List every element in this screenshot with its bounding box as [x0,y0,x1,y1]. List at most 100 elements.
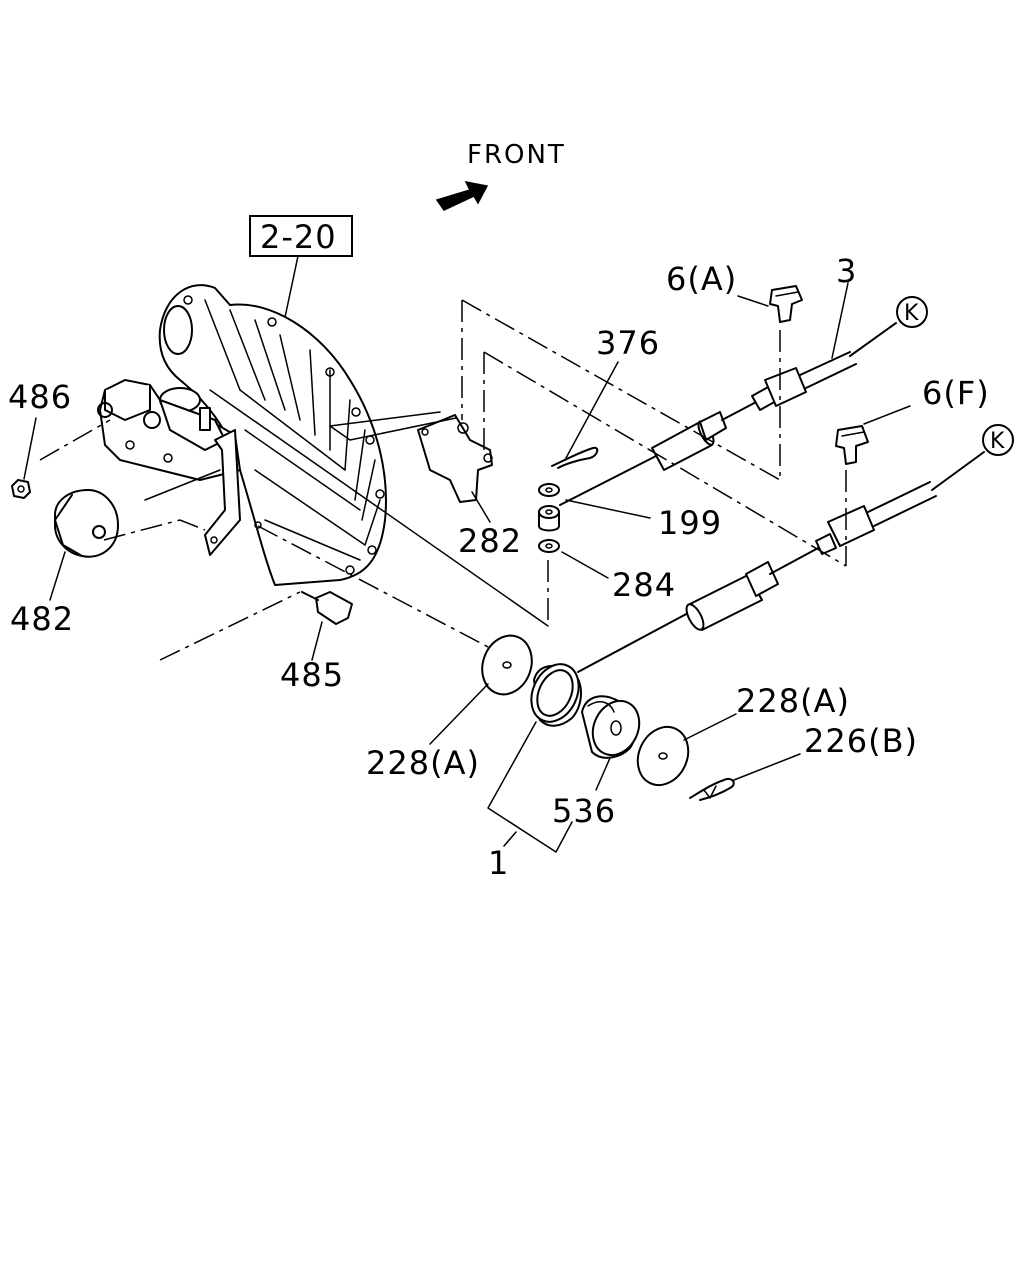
leader-536 [595,757,611,791]
bracket-282-hole [483,453,493,463]
part-376-pin: 376 [551,324,659,469]
washer-228a-right-hole [658,752,668,760]
housing-bolt [183,295,193,305]
bushing-199-top [538,505,560,519]
washer-284-body [538,539,560,553]
leader-284 [561,551,609,579]
bracket-hole [210,536,218,544]
cable-lower-inner [931,451,985,491]
leader-376 [565,361,619,459]
leader-228a-left [429,683,489,745]
housing-hole [163,305,193,355]
ref-circle-lower [982,424,1014,456]
tower-bolt [125,440,135,450]
pin-376-body [551,446,599,469]
part-486-nut: 486 [8,378,72,499]
guide-bracket-arrow [329,411,457,441]
nut-486-body [11,479,31,499]
leader-6f [863,405,911,425]
rim-bolt [325,367,335,377]
pin-226b-tail [703,785,717,799]
housing-ribs [204,299,381,546]
part-228a-right-washer: 228(A) [636,682,850,787]
callout-199: 199 [658,504,722,542]
bushing-482-body [54,489,119,558]
leader-486 [23,417,37,480]
cable-lower-collar [745,561,779,597]
cable-upper-nut [764,367,807,407]
guide-485 [159,591,301,661]
part-226b-pin: 226(B) [689,722,918,801]
part-282-bracket: 282 [417,414,521,560]
leader-226b [733,753,801,781]
ref-circle-upper [896,296,928,328]
part-536-grommet: 536 [552,695,641,830]
cable-grommet-cup [530,663,582,727]
callout-482: 482 [10,600,74,638]
grommet-cup-rim [530,663,580,723]
callout-3: 3 [836,252,857,290]
guide-housing-284 [209,389,549,627]
cable-upper-outer [799,351,857,389]
callout-486: 486 [8,378,72,416]
washer-284-hole [545,543,553,549]
front-label: FRONT [467,140,566,170]
leader-282 [471,491,491,523]
assembly-1-bracket: 1 [487,721,573,882]
part-485-bolt: 485 [280,591,353,694]
washer-228a-left-body [481,634,533,696]
callout-6a: 6(A) [666,260,737,298]
part-284-washer: 284 [538,539,676,604]
grommet-cup-inner [536,669,574,717]
cable-lower-nut [827,505,875,547]
cable-upper-inner [849,322,897,357]
rim-bolt [351,407,361,417]
leader-482 [49,551,66,601]
rim-bolt [367,545,377,555]
housing-cross-ribs [239,389,366,561]
bolt-485-shank [301,591,319,601]
section-ref-label: 2-20 [260,218,337,256]
rim-bolt [345,565,355,575]
bracket-hole [254,521,262,529]
ref-letter-upper: K [904,301,919,326]
callout-228a-left: 228(A) [366,744,480,782]
callout-284: 284 [612,566,676,604]
callout-1: 1 [488,844,509,882]
guide-486 [39,419,111,461]
washer-228a-right-body [636,725,690,787]
part-1-cable-lower: K [577,424,1014,673]
bracket-282-hole [457,422,469,434]
part-228a-left-washer: 228(A) [366,634,533,782]
bracket-plate [204,429,241,556]
cable-lower-boot [815,533,837,555]
bolt-485-head [315,591,353,625]
part-3-cable-upper: 3 K [559,252,928,506]
section-ref-box: 2-20 [249,215,353,323]
cable-lower-outer [867,481,937,527]
callout-228a-right: 228(A) [736,682,850,720]
bell-housing [158,284,387,586]
callout-485: 485 [280,656,344,694]
rim-bolt [267,317,277,327]
assembly-guide-lines [39,299,847,661]
tower-boss [97,402,113,418]
part-482-bushing: 482 [10,489,119,638]
washer-upper-hole [545,487,553,493]
ref-letter-lower: K [990,429,1005,454]
assembly-1-leader [487,721,573,853]
leader-3 [831,282,849,359]
guide-housing-tower [144,469,221,501]
grommet-536-hole [610,720,622,736]
leader-485 [311,621,323,661]
cable-lower-sleeve-end [685,603,705,631]
grommet-536-ridge [587,701,615,713]
cable-upper-rod [559,454,659,506]
assembly-1-tick [503,831,517,847]
clip-6f-edge [841,431,865,437]
guide-upper-diagonal [461,299,781,481]
callout-536: 536 [552,792,616,830]
callout-226b: 226(B) [804,722,918,760]
washer-228a-left-hole [502,661,512,669]
